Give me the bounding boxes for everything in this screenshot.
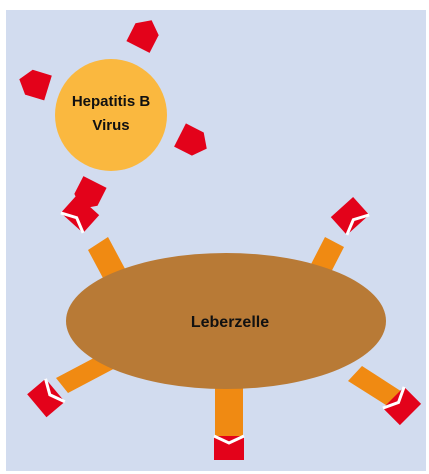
- liver-cell-label: Leberzelle: [191, 314, 269, 331]
- receptor-head: [214, 436, 244, 460]
- virus-label-line1: Hepatitis B: [72, 93, 151, 110]
- virus-label-line2: Virus: [92, 117, 129, 134]
- virus-body: [55, 59, 167, 171]
